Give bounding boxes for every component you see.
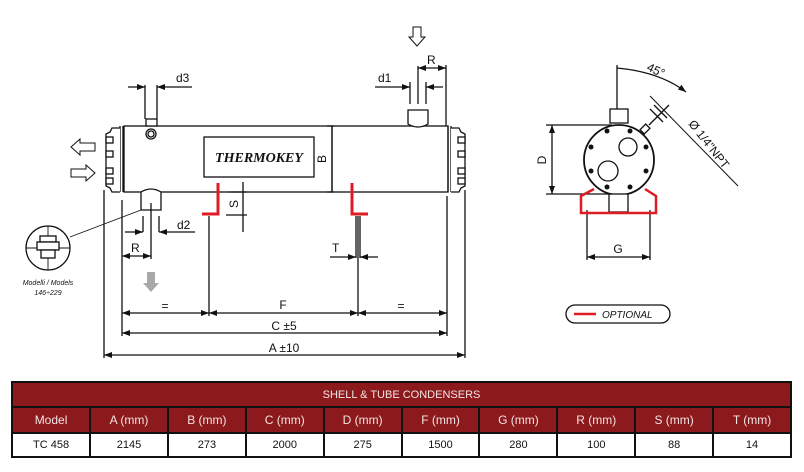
dim-label-r-bottom: R — [131, 241, 140, 255]
cell-b: 273 — [166, 432, 247, 458]
column-header-model: Model — [10, 406, 92, 434]
dim-label-equal-left: = — [161, 299, 168, 313]
column-header-f: F (mm) — [400, 406, 481, 434]
dim-label-d3: d3 — [176, 71, 190, 85]
dim-label-d: D — [535, 155, 549, 164]
cell-g: 280 — [478, 432, 559, 458]
angle-label: 45° — [645, 60, 668, 80]
dim-label-d2: d2 — [177, 218, 191, 232]
dim-label-a: A ±10 — [269, 341, 300, 355]
cell-s: 88 — [634, 432, 715, 458]
dim-label-f: F — [279, 298, 286, 312]
column-header-b: B (mm) — [166, 406, 247, 434]
dim-label-t: T — [332, 241, 340, 255]
dim-label-r-top: R — [427, 53, 436, 67]
arrow-down-grey-icon — [143, 272, 159, 292]
dim-label-c: C ±5 — [271, 319, 297, 333]
cell-c: 2000 — [244, 432, 325, 458]
cell-model: TC 458 — [10, 432, 92, 458]
column-header-a: A (mm) — [89, 406, 169, 434]
optional-feet-side — [202, 183, 368, 216]
dim-label-b: B — [315, 155, 329, 163]
brand-label: THERMOKEY — [215, 151, 304, 166]
table-title: SHELL & TUBE CONDENSERS — [11, 381, 792, 408]
end-view — [546, 65, 739, 260]
technical-drawing: THERMOKEY d3 d1 R B d2 R S T = F = C ±5 … — [23, 26, 739, 358]
column-header-g: G (mm) — [478, 406, 559, 434]
table-header-row: Model A (mm) B (mm) C (mm) D (mm) F (mm)… — [10, 406, 792, 434]
cell-f: 1500 — [400, 432, 481, 458]
column-header-s: S (mm) — [634, 406, 715, 434]
side-view — [69, 65, 466, 358]
left-head — [105, 126, 124, 193]
specification-table: SHELL & TUBE CONDENSERS Model A (mm) B (… — [10, 381, 792, 458]
cell-d: 275 — [322, 432, 403, 458]
detail-caption-range: 146÷229 — [34, 290, 61, 297]
dim-label-equal-right: = — [397, 299, 404, 313]
dim-label-g: G — [613, 242, 622, 256]
optional-feet-end — [579, 187, 658, 215]
nameplate — [203, 136, 315, 178]
column-header-c: C (mm) — [244, 406, 325, 434]
fitting-label: Ø 1/4"NPT — [686, 117, 733, 172]
column-header-t: T (mm) — [712, 406, 792, 434]
cell-r: 100 — [556, 432, 637, 458]
arrow-left-outline-icon — [70, 137, 96, 157]
arrow-down-outline-icon — [407, 26, 427, 47]
column-header-d: D (mm) — [322, 406, 403, 434]
legend-label: OPTIONAL — [602, 310, 653, 321]
cell-a: 2145 — [89, 432, 169, 458]
column-header-r: R (mm) — [556, 406, 637, 434]
optional-legend — [565, 304, 671, 324]
detail-caption-models: Modelli / Models — [23, 280, 74, 287]
cell-t: 14 — [712, 432, 792, 458]
detail-circle — [25, 225, 71, 271]
table-row: TC 458 2145 273 2000 275 1500 280 100 88… — [10, 432, 792, 458]
dim-label-d1: d1 — [378, 71, 392, 85]
right-head — [447, 126, 466, 193]
arrow-right-outline-icon — [70, 163, 96, 183]
dim-label-s: S — [227, 200, 241, 208]
